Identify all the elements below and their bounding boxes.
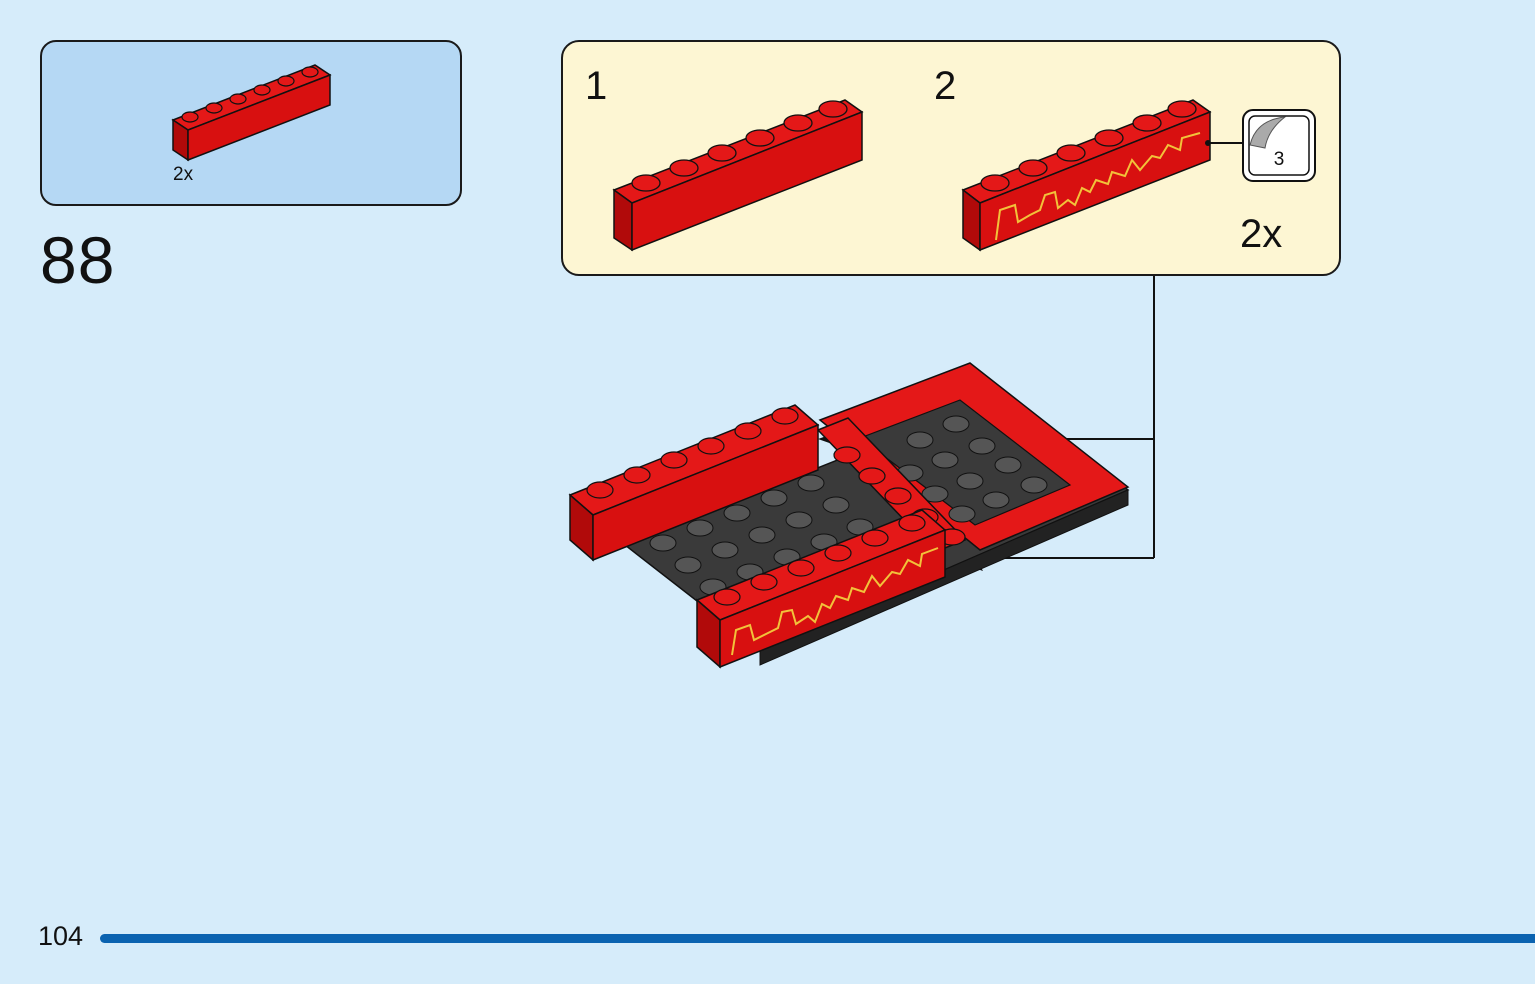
parts-quantity-label: 2x	[173, 164, 194, 185]
sub-step-2-number: 2	[934, 64, 957, 108]
sticker-number: 3	[1273, 149, 1285, 170]
sub-step-1-brick	[612, 99, 864, 252]
sub-step-2-brick	[961, 99, 1243, 252]
progress-bar-fill	[100, 934, 1535, 943]
main-model-illustration	[568, 362, 1130, 669]
sub-assembly-quantity: 2x	[1240, 212, 1283, 256]
step-number: 88	[40, 223, 116, 297]
sticker-icon	[1242, 109, 1316, 182]
sub-step-1-number: 1	[585, 64, 608, 108]
page-number: 104	[38, 921, 84, 951]
progress-bar	[100, 934, 1535, 943]
sub-assembly-box	[561, 40, 1341, 276]
